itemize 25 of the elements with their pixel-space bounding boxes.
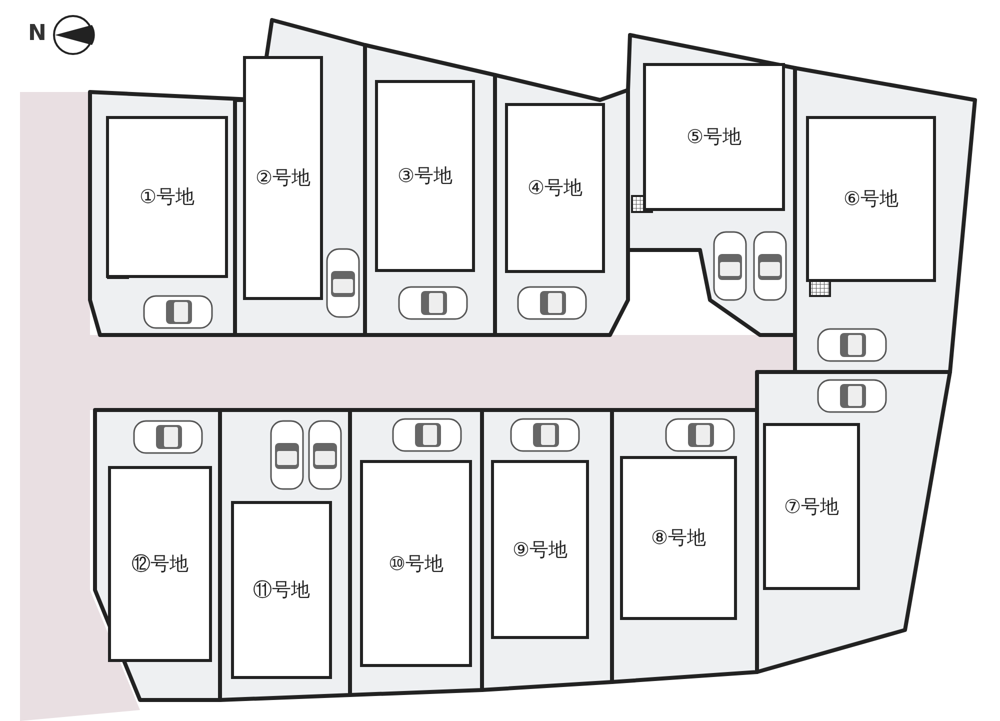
house-outline	[505, 103, 605, 273]
lot-number: ⑤号地	[686, 125, 742, 150]
north-label: N	[28, 21, 46, 46]
house-outline	[763, 423, 860, 590]
lot-number: ⑫号地	[132, 552, 188, 577]
lot-number: ⑨号地	[512, 538, 568, 562]
house-outline	[360, 460, 472, 667]
house-outline	[620, 456, 737, 620]
lot-number: ⑥号地	[843, 187, 899, 212]
house-outline	[491, 460, 589, 639]
lot-number: ⑦号地	[784, 494, 840, 520]
house-outline	[806, 116, 936, 282]
lot-number: ②号地	[255, 166, 311, 191]
house-outline	[643, 63, 785, 211]
house-outline	[243, 56, 323, 300]
house-outline	[231, 501, 332, 679]
house-outline	[106, 116, 228, 278]
lot-number: ③号地	[397, 164, 453, 189]
lot-number: ①号地	[139, 185, 195, 210]
house-outline	[108, 466, 212, 662]
lot-number: ⑩号地	[388, 552, 444, 576]
lot-number: ④号地	[527, 176, 583, 201]
lot-number: ⑪号地	[253, 578, 310, 603]
house-outline	[375, 80, 475, 272]
lot-number: ⑧号地	[650, 526, 706, 551]
